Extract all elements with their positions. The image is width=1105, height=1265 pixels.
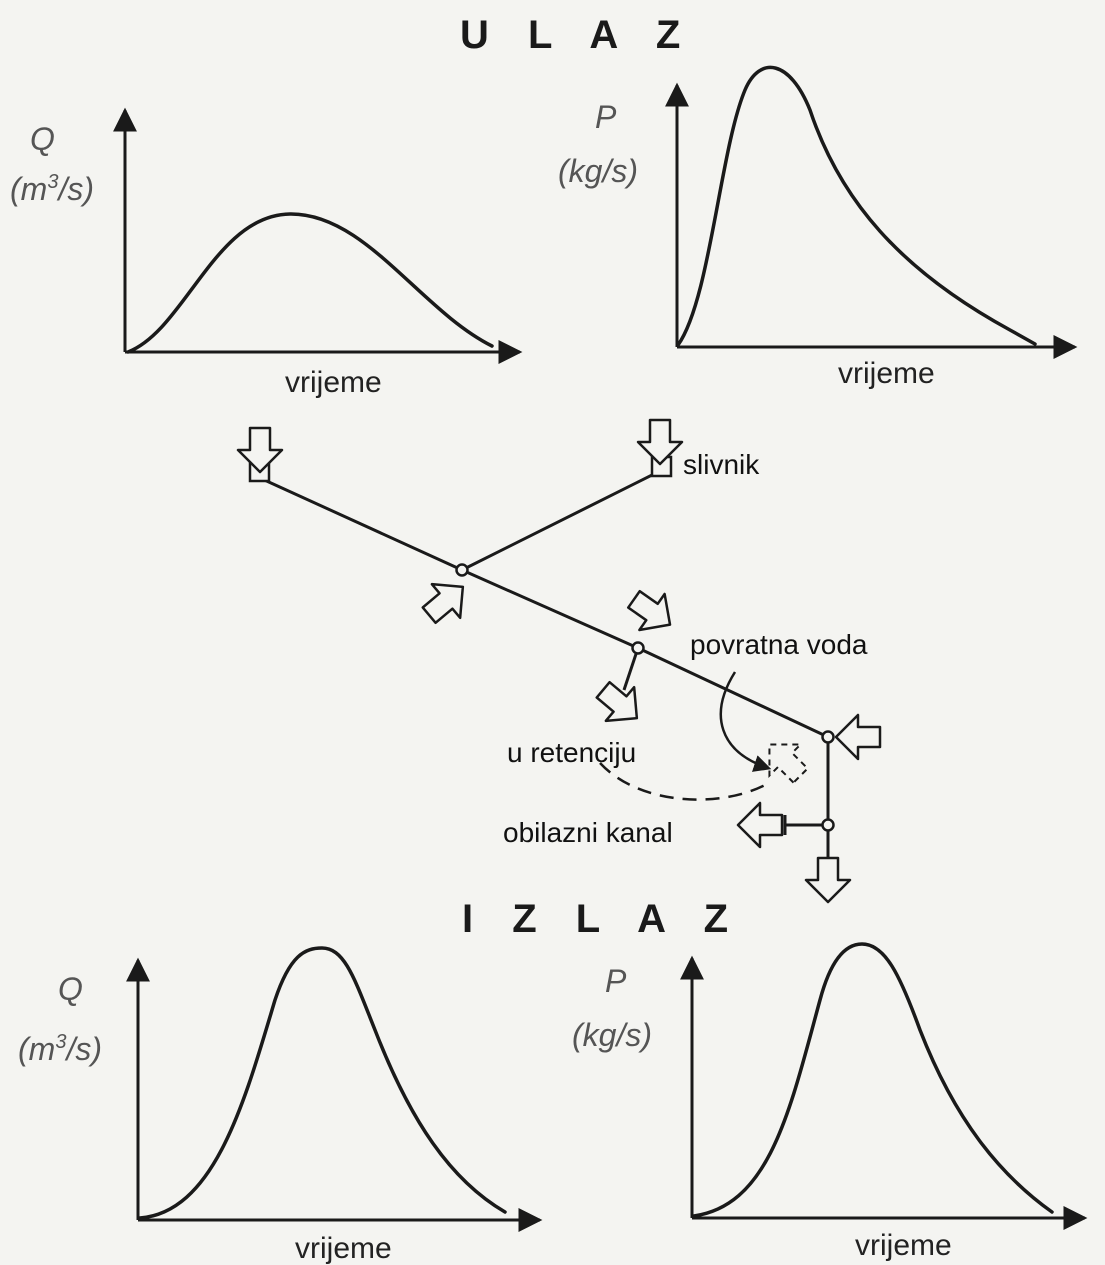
output-p-chart: P (kg/s) vrijeme xyxy=(572,942,1088,1262)
output-q-curve xyxy=(138,946,507,1220)
input-q-curve xyxy=(126,212,494,354)
gully-label: slivnik xyxy=(683,449,760,480)
junction-node xyxy=(821,730,835,744)
bypass-arrow-icon xyxy=(736,801,784,849)
inflow-arrow-icon xyxy=(626,589,672,632)
output-p-symbol: P xyxy=(605,963,627,999)
input-p-unit: (kg/s) xyxy=(558,153,638,189)
pipe-retention-stub xyxy=(622,647,640,691)
output-p-unit: (kg/s) xyxy=(572,1017,652,1053)
pipe-main-1 xyxy=(461,568,639,650)
input-q-unit: (m3/s) xyxy=(10,171,94,207)
input-p-curve xyxy=(676,65,1037,347)
pipe-left-branch xyxy=(259,476,463,572)
input-q-symbol: Q xyxy=(30,121,55,157)
inflow-arrow-icon xyxy=(636,418,684,466)
input-q-chart: Q (m3/s) vrijeme xyxy=(10,107,523,399)
input-p-symbol: P xyxy=(595,99,617,135)
junction-node xyxy=(821,818,835,832)
retention-label: u retenciju xyxy=(507,737,636,768)
output-p-curve xyxy=(692,942,1054,1218)
output-q-x-label: vrijeme xyxy=(295,1232,392,1265)
pipe-main-2 xyxy=(637,646,829,739)
output-heading: I Z L A Z xyxy=(462,897,742,941)
input-p-x-label: vrijeme xyxy=(838,357,935,390)
input-q-x-label: vrijeme xyxy=(285,366,382,399)
backflow-pointer xyxy=(719,671,772,772)
output-q-symbol: Q xyxy=(58,971,83,1007)
output-q-chart: Q (m3/s) vrijeme xyxy=(18,946,543,1265)
output-p-x-label: vrijeme xyxy=(855,1229,952,1262)
junction-node xyxy=(631,641,645,655)
bypass-label: obilazni kanal xyxy=(503,817,673,848)
backflow-dashed-arrow-icon xyxy=(768,743,810,785)
inflow-arrow-icon xyxy=(236,426,284,474)
retention-dashed-path xyxy=(599,762,766,801)
output-q-unit: (m3/s) xyxy=(18,1031,102,1067)
retention-outflow-arrow-icon xyxy=(595,680,639,723)
sewer-network: slivnik povratna voda u retenciju obilaz… xyxy=(236,418,882,904)
input-p-chart: P (kg/s) vrijeme xyxy=(558,65,1078,390)
junction-node xyxy=(455,563,469,577)
inflow-arrow-icon xyxy=(834,713,882,761)
input-heading: U L A Z xyxy=(460,13,694,57)
backflow-label: povratna voda xyxy=(690,629,868,660)
inflow-arrow-icon xyxy=(421,582,465,625)
outlet-arrow-icon xyxy=(804,856,852,904)
pipe-right-branch xyxy=(461,468,663,572)
